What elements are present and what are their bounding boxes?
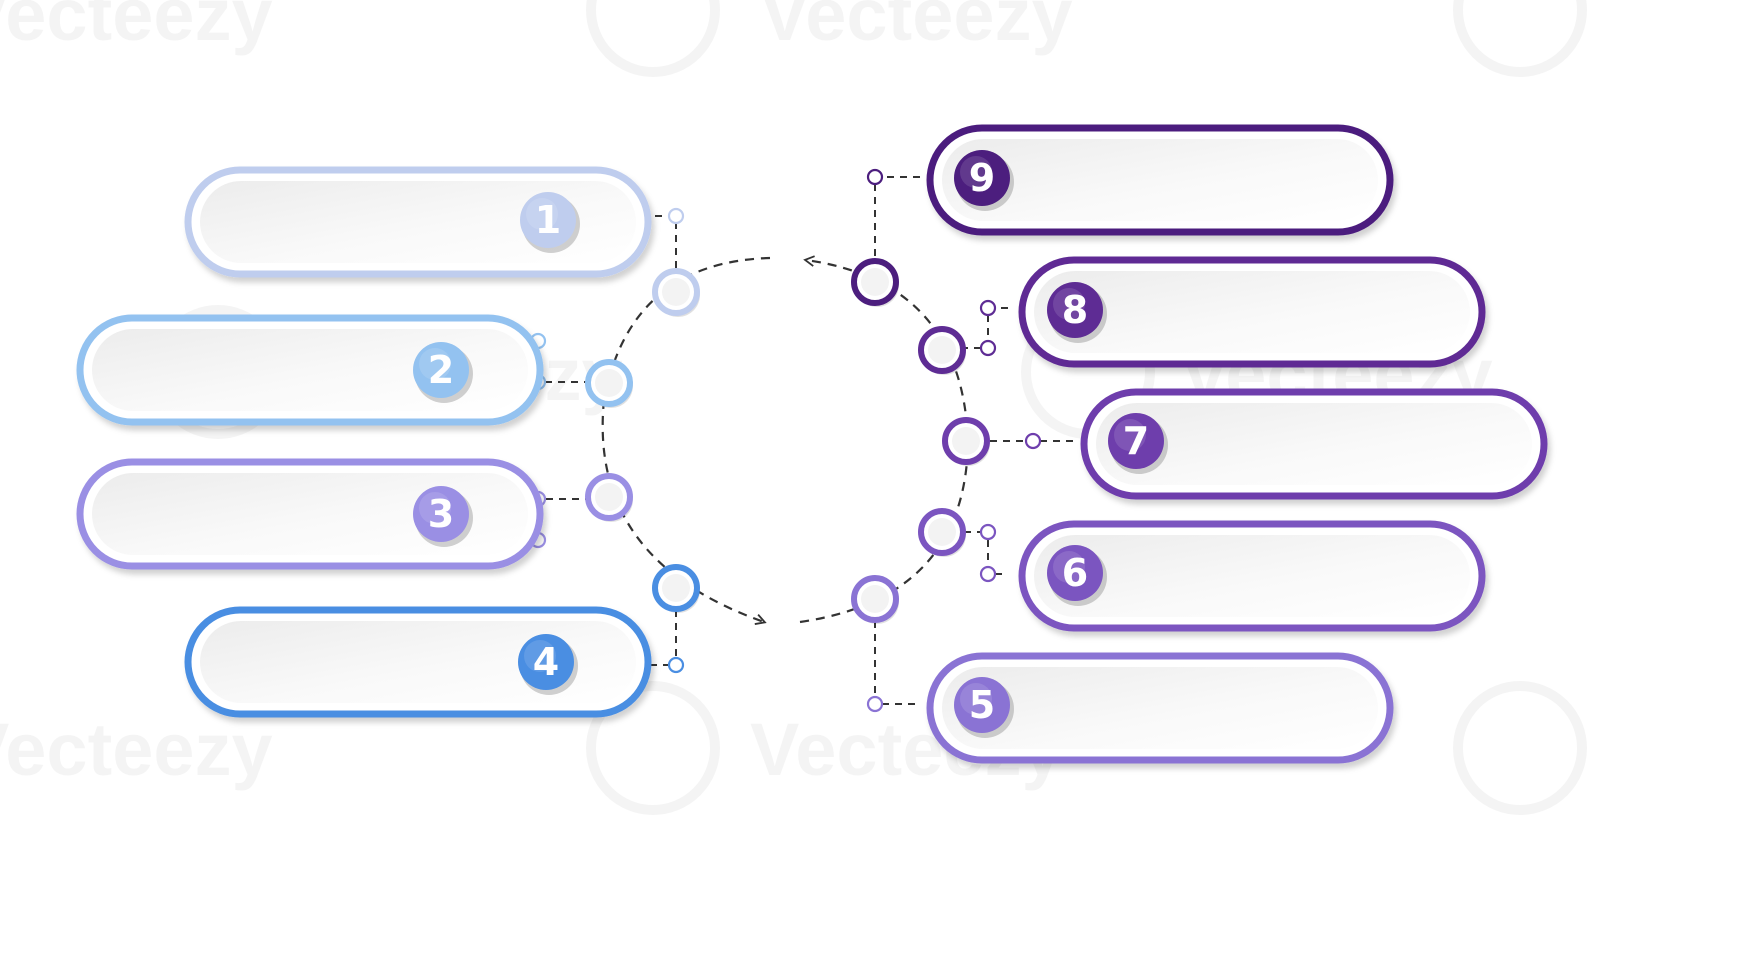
pill-inner bbox=[942, 667, 1378, 749]
cycle-node-8 bbox=[918, 326, 966, 375]
step-pill-5: 5 bbox=[926, 652, 1394, 764]
connector-dot-7 bbox=[1024, 432, 1042, 450]
watermark-logo-icon bbox=[586, 681, 720, 815]
step-number-badge bbox=[518, 634, 574, 690]
step-number-badge bbox=[1047, 545, 1103, 601]
watermark-text: Vecteezy bbox=[0, 708, 273, 791]
pill-inner bbox=[92, 329, 528, 411]
step-number-badge bbox=[520, 192, 576, 248]
step-pills: 1 2 3 4 5 6 7 8 9 bbox=[76, 124, 1548, 764]
step-pill-8: 8 bbox=[1018, 256, 1486, 368]
cycle-node-5 bbox=[851, 575, 899, 624]
step-pill-6: 6 bbox=[1018, 520, 1486, 632]
step-number: 9 bbox=[969, 156, 995, 200]
step-pill-4: 4 bbox=[184, 606, 652, 718]
connector-dot-1 bbox=[667, 207, 685, 225]
pill-inner bbox=[942, 139, 1378, 221]
pill-inner bbox=[1034, 271, 1470, 353]
step-number-badge bbox=[1108, 413, 1164, 469]
step-number: 8 bbox=[1062, 288, 1088, 332]
cycle-node-6 bbox=[918, 508, 966, 557]
step-number: 4 bbox=[533, 640, 559, 684]
connector-9 bbox=[874, 176, 920, 260]
connector-dot-5 bbox=[866, 695, 884, 713]
step-number: 2 bbox=[428, 348, 454, 392]
step-number-badge bbox=[1047, 282, 1103, 338]
pill-inner bbox=[92, 473, 528, 555]
pill-inner bbox=[1034, 535, 1470, 617]
step-number: 7 bbox=[1123, 419, 1149, 463]
cycle-node-2 bbox=[585, 359, 633, 408]
step-pill-1: 1 bbox=[184, 166, 652, 278]
step-number-badge bbox=[413, 486, 469, 542]
watermark-text: Vecteezy bbox=[0, 0, 273, 56]
connector-dot-6a bbox=[979, 523, 997, 541]
connector-dot-4 bbox=[667, 656, 685, 674]
cycle-node-3 bbox=[585, 473, 633, 522]
cycle-nodes bbox=[585, 258, 990, 624]
step-number: 1 bbox=[535, 198, 561, 242]
step-pill-3: 3 bbox=[76, 458, 544, 570]
cycle-node-1 bbox=[652, 268, 700, 317]
watermark-logo-icon bbox=[1453, 681, 1587, 815]
step-number: 6 bbox=[1062, 551, 1088, 595]
pill-inner bbox=[1096, 403, 1532, 485]
watermark-text: Vecteezy bbox=[760, 0, 1073, 56]
watermark-logo-icon bbox=[586, 0, 720, 77]
step-pill-7: 7 bbox=[1080, 388, 1548, 500]
cycle-node-4 bbox=[652, 564, 700, 613]
dashed-cycle-arcs bbox=[601, 255, 970, 625]
cycle-node-9 bbox=[851, 258, 899, 307]
connector-dot-9 bbox=[866, 168, 884, 186]
connector-5 bbox=[874, 621, 920, 705]
step-number-badge bbox=[413, 342, 469, 398]
step-number-badge bbox=[954, 150, 1010, 206]
cycle-node-7 bbox=[942, 417, 990, 466]
step-number-badge bbox=[954, 677, 1010, 733]
connector-dot-6b bbox=[979, 565, 997, 583]
connector-dot-8b bbox=[979, 339, 997, 357]
step-pill-9: 9 bbox=[926, 124, 1394, 236]
step-pill-2: 2 bbox=[76, 314, 544, 426]
step-number: 3 bbox=[428, 492, 454, 536]
connector-8 bbox=[964, 307, 1008, 349]
connector-dot-8a bbox=[979, 299, 997, 317]
step-number: 5 bbox=[969, 683, 995, 727]
watermark-logo-icon bbox=[1453, 0, 1587, 77]
